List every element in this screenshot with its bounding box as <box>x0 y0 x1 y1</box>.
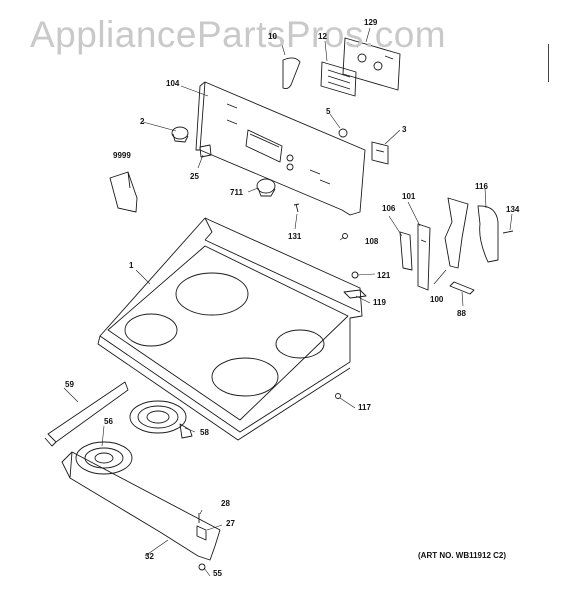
callout-88: 88 <box>457 309 466 318</box>
callout-106: 106 <box>382 204 396 213</box>
callout-108: 108 <box>365 237 379 246</box>
callout-119: 119 <box>373 298 386 307</box>
art-number: (ART NO. WB11912 C2) <box>418 551 507 560</box>
callout-55: 55 <box>213 569 222 578</box>
callout-3: 3 <box>402 125 407 134</box>
endcap-right <box>477 205 499 263</box>
infinite-switch <box>371 141 389 165</box>
knob-small <box>338 128 348 138</box>
screw-plug <box>335 393 341 399</box>
watermark-logo: AppliancePartsPros.com <box>30 14 447 55</box>
knob-clip <box>199 144 212 158</box>
callout-1: 1 <box>129 261 134 270</box>
margin-rule <box>548 44 549 82</box>
overlay-strip <box>282 57 301 90</box>
support-pan <box>61 451 221 561</box>
callout-12: 12 <box>318 32 327 41</box>
bracket-left <box>399 231 413 271</box>
callout-58: 58 <box>200 428 209 437</box>
callout-32: 32 <box>145 552 154 561</box>
callout-121: 121 <box>377 271 391 280</box>
callout-711: 711 <box>230 188 243 197</box>
control-panel-backsplash <box>195 81 366 216</box>
grommet <box>342 233 348 239</box>
callout-9999: 9999 <box>113 151 131 160</box>
callout-116: 116 <box>475 182 488 191</box>
glass-cooktop <box>97 217 363 441</box>
callout-131: 131 <box>288 232 302 241</box>
callout-10: 10 <box>268 32 277 41</box>
coil-element-small <box>75 441 133 475</box>
oven-knob <box>256 178 276 197</box>
surface-knob <box>171 126 189 143</box>
washer <box>198 563 206 571</box>
screw-endcap <box>502 230 514 234</box>
callout-59: 59 <box>65 380 74 389</box>
callout-27: 27 <box>226 519 235 528</box>
literature-booklet <box>109 171 138 213</box>
lock-bracket <box>343 289 367 299</box>
callout-2: 2 <box>140 117 145 126</box>
receptacle <box>196 525 207 541</box>
display-board <box>320 61 357 97</box>
bracket-center <box>417 223 431 291</box>
callout-56: 56 <box>104 417 113 426</box>
electronic-control <box>342 37 401 91</box>
callout-28: 28 <box>221 499 230 508</box>
callout-5: 5 <box>326 107 331 116</box>
callout-25: 25 <box>190 172 199 181</box>
callout-100: 100 <box>430 295 444 304</box>
callout-129: 129 <box>364 18 378 27</box>
coil-element-large <box>129 400 193 439</box>
callout-101: 101 <box>402 192 416 201</box>
element-bracket <box>44 381 129 447</box>
callout-117: 117 <box>358 403 371 412</box>
trim-piece <box>449 281 475 295</box>
screw <box>293 203 300 213</box>
leader-lines <box>63 27 513 577</box>
callout-104: 104 <box>166 79 180 88</box>
endcap-left <box>444 197 469 269</box>
callout-134: 134 <box>506 205 520 214</box>
